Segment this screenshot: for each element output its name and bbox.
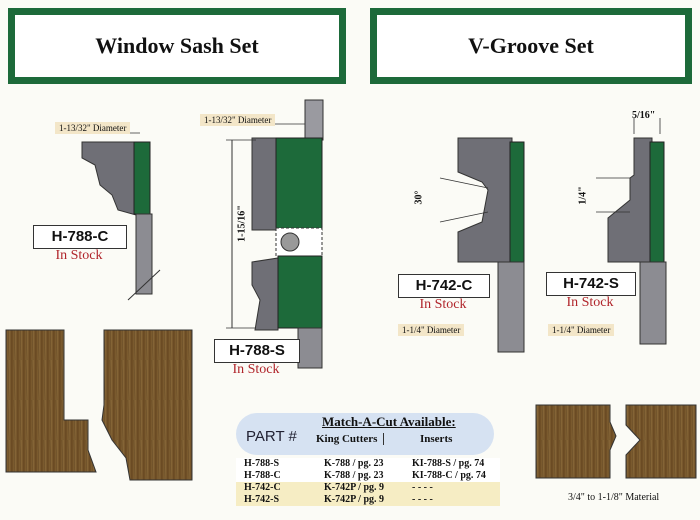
table-header-bubble: [236, 413, 494, 455]
table-cell-part: H-788-S: [244, 458, 279, 469]
h788s-stock-status: In Stock: [232, 362, 280, 377]
table-col-king: King Cutters: [316, 433, 385, 445]
table-cell-insert: - - - -: [412, 494, 433, 505]
table-cell-insert: - - - -: [412, 482, 433, 493]
table-part-header: PART #: [246, 428, 297, 445]
h742c-diameter-label: 1-1/4" Diameter: [398, 324, 465, 336]
h742s-part-number: H-742-S: [546, 272, 636, 296]
h742c-angle-label: 30°: [413, 190, 425, 205]
table-cell-part: H-742-S: [244, 494, 279, 505]
h788c-stock-status: In Stock: [55, 248, 103, 263]
h788s-cutter-drawing: [204, 99, 324, 369]
window-sash-wood-profiles: [5, 329, 193, 481]
table-row: H-788-S K-788 / pg. 23 KI-788-S / pg. 74: [236, 458, 500, 470]
table-cell-part: H-742-C: [244, 482, 281, 493]
table-cell-king: K-742P / pg. 9: [324, 482, 385, 493]
table-cell-king: K-788 / pg. 23: [324, 470, 384, 481]
v-groove-header: V-Groove Set: [370, 8, 692, 84]
table-row: H-788-C K-788 / pg. 23 KI-788-C / pg. 74: [236, 470, 500, 482]
table-cell-king: K-788 / pg. 23: [324, 458, 384, 469]
v-groove-material-label: 3/4" to 1-1/8" Material: [568, 492, 660, 503]
h788c-part-number: H-788-C: [33, 225, 127, 249]
h742s-diameter-label: 1-1/4" Diameter: [548, 324, 615, 336]
h788s-height-label: 1-15/16": [236, 205, 248, 242]
h788c-cutter-drawing: [60, 132, 161, 301]
h788s-part-number: H-788-S: [214, 339, 300, 363]
h742s-width-label: 5/16": [632, 110, 656, 121]
h742c-stock-status: In Stock: [419, 297, 467, 312]
window-sash-header: Window Sash Set: [8, 8, 346, 84]
table-cell-insert: KI-788-C / pg. 74: [412, 470, 486, 481]
h742c-cutter-drawing: [439, 137, 525, 353]
match-table-body: H-788-S K-788 / pg. 23 KI-788-S / pg. 74…: [236, 458, 500, 506]
table-row: H-742-C K-742P / pg. 9 - - - -: [236, 482, 500, 494]
v-groove-title: V-Groove Set: [468, 33, 594, 58]
table-heading: Match-A-Cut Available:: [322, 414, 456, 429]
table-cell-part: H-788-C: [244, 470, 281, 481]
h742s-stock-status: In Stock: [566, 295, 614, 310]
h788s-diameter-label: 1-13/32" Diameter: [200, 114, 276, 126]
table-col-inserts: Inserts: [420, 433, 453, 445]
table-cell-insert: KI-788-S / pg. 74: [412, 458, 485, 469]
v-groove-wood-profiles: [535, 404, 697, 479]
h742c-part-number: H-742-C: [398, 274, 490, 298]
h742s-cutter-drawing: [596, 118, 667, 345]
window-sash-title: Window Sash Set: [95, 33, 259, 58]
table-cell-king: K-742P / pg. 9: [324, 494, 385, 505]
h742s-height-label: 1/4": [577, 186, 589, 205]
table-row: H-742-S K-742P / pg. 9 - - - -: [236, 494, 500, 506]
h788c-diameter-label: 1-13/32" Diameter: [55, 122, 131, 134]
